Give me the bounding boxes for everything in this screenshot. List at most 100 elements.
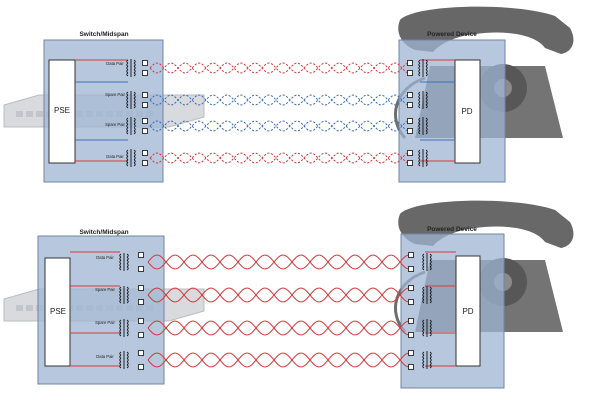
bottom-switch-terminal bbox=[138, 318, 144, 324]
top-pair-label: Spare Pair bbox=[105, 122, 125, 127]
bottom-switch-title: Switch/Midspan bbox=[79, 229, 128, 236]
top-device-terminal bbox=[407, 60, 413, 66]
top-switch-terminal bbox=[142, 60, 148, 66]
bottom-device-terminal bbox=[408, 364, 414, 370]
transformer-coil bbox=[119, 319, 122, 337]
pair-strand bbox=[147, 320, 410, 336]
bottom-device-terminal bbox=[408, 299, 414, 305]
top-switch-terminal bbox=[142, 92, 148, 98]
switch-port-shape bbox=[26, 305, 33, 311]
pair-strand bbox=[149, 120, 409, 132]
top-device-transformer-icon bbox=[418, 149, 428, 167]
transformer-coil bbox=[429, 319, 432, 337]
bottom-device-terminal bbox=[408, 252, 414, 258]
transformer-coil bbox=[133, 91, 136, 109]
transformer-coil bbox=[133, 117, 136, 135]
transformer-coil bbox=[425, 91, 428, 109]
top-twisted-pair bbox=[149, 94, 409, 106]
bottom-switch-terminal bbox=[138, 266, 144, 272]
transformer-coil bbox=[418, 91, 421, 109]
top-switch-terminal bbox=[142, 70, 148, 76]
bottom-device-title: Powered Device bbox=[427, 226, 477, 233]
bottom-switch-transformer-icon bbox=[119, 319, 129, 337]
transformer-coil bbox=[422, 286, 425, 304]
transformer-coil bbox=[126, 286, 129, 304]
pair-strand bbox=[147, 287, 410, 303]
bottom-switch-transformer-icon bbox=[119, 253, 129, 271]
top-switch-terminal bbox=[142, 102, 148, 108]
transformer-coil bbox=[126, 117, 129, 135]
bottom-switch-terminal bbox=[138, 285, 144, 291]
top-switch-transformer-icon bbox=[126, 149, 136, 167]
switch-port-shape bbox=[16, 305, 23, 311]
bottom-device-panel bbox=[400, 233, 505, 389]
transformer-coil bbox=[418, 149, 421, 167]
bottom-twisted-pair bbox=[147, 287, 410, 303]
transformer-coil bbox=[126, 319, 129, 337]
top-pd-box bbox=[454, 59, 481, 164]
transformer-coil bbox=[418, 117, 421, 135]
transformer-coil bbox=[126, 91, 129, 109]
pair-strand bbox=[149, 94, 409, 106]
top-pair-label: Spare Pair bbox=[105, 92, 125, 97]
transformer-coil bbox=[126, 149, 129, 167]
bottom-device-transformer-icon bbox=[422, 253, 432, 271]
transformer-coil bbox=[133, 59, 136, 77]
top-device-terminal bbox=[407, 118, 413, 124]
top-device-terminal bbox=[407, 102, 413, 108]
top-device-panel bbox=[398, 39, 506, 183]
top-device-terminal bbox=[407, 128, 413, 134]
transformer-coil bbox=[119, 286, 122, 304]
transformer-coil bbox=[425, 59, 428, 77]
top-pair-label: Data Pair bbox=[106, 61, 124, 66]
bottom-device-transformer-icon bbox=[422, 286, 432, 304]
transformer-coil bbox=[126, 351, 129, 369]
transformer-coil bbox=[119, 351, 122, 369]
bottom-device-terminal bbox=[408, 266, 414, 272]
top-pair-label: Data Pair bbox=[106, 154, 124, 159]
top-twisted-pair bbox=[149, 152, 409, 164]
top-switch-transformer-icon bbox=[126, 117, 136, 135]
switch-port-shape bbox=[36, 111, 43, 117]
bottom-pair-label: Spare Pair bbox=[95, 320, 115, 325]
pair-strand bbox=[149, 94, 409, 106]
top-switch-transformer-icon bbox=[126, 59, 136, 77]
transformer-coil bbox=[126, 59, 129, 77]
bottom-twisted-pair bbox=[147, 320, 410, 336]
pair-strand bbox=[147, 320, 410, 336]
bottom-device-terminal bbox=[408, 285, 414, 291]
bottom-twisted-pair bbox=[147, 254, 410, 270]
top-device-terminal bbox=[407, 92, 413, 98]
pair-strand bbox=[147, 352, 410, 368]
transformer-coil bbox=[422, 253, 425, 271]
switch-port-shape bbox=[26, 111, 33, 117]
top-device-transformer-icon bbox=[418, 59, 428, 77]
top-device-transformer-icon bbox=[418, 91, 428, 109]
bottom-pse-box bbox=[44, 257, 71, 367]
transformer-coil bbox=[133, 149, 136, 167]
pair-strand bbox=[149, 62, 409, 74]
bottom-device-terminal bbox=[408, 350, 414, 356]
bottom-pair-label: Data Pair bbox=[96, 255, 114, 260]
top-switch-terminal bbox=[142, 160, 148, 166]
bottom-pd-box bbox=[455, 255, 481, 367]
bottom-device-transformer-icon bbox=[422, 319, 432, 337]
top-switch-terminal bbox=[142, 150, 148, 156]
pair-strand bbox=[149, 120, 409, 132]
transformer-coil bbox=[422, 319, 425, 337]
top-pd-label: PD bbox=[461, 107, 472, 116]
top-switch-transformer-icon bbox=[126, 91, 136, 109]
top-device-terminal bbox=[407, 70, 413, 76]
pair-strand bbox=[149, 62, 409, 74]
transformer-coil bbox=[425, 149, 428, 167]
switch-port-shape bbox=[16, 111, 23, 117]
transformer-coil bbox=[429, 351, 432, 369]
top-twisted-pair bbox=[149, 120, 409, 132]
pair-strand bbox=[147, 352, 410, 368]
top-pse-box bbox=[48, 59, 76, 164]
bottom-switch-terminal bbox=[138, 299, 144, 305]
top-switch-terminal bbox=[142, 118, 148, 124]
bottom-pair-label: Data Pair bbox=[96, 354, 114, 359]
top-device-transformer-icon bbox=[418, 117, 428, 135]
